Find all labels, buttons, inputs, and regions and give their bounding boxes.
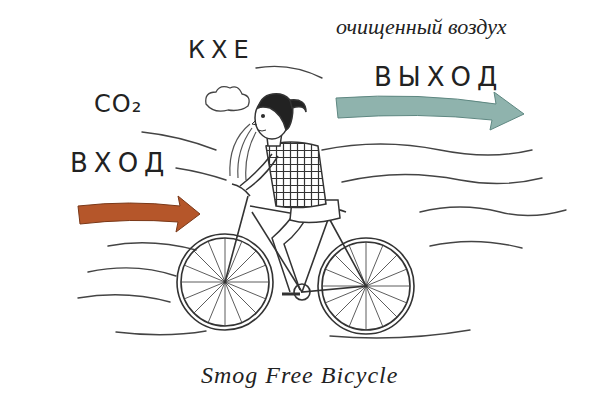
sound-label: КХЕ (186, 36, 257, 64)
gas-label: CO₂ (92, 90, 144, 118)
exhale-cloud (206, 87, 249, 111)
caption-text: Smog Free Bicycle (199, 362, 400, 389)
outlet-label: ВЫХОД (372, 62, 505, 92)
rider (240, 94, 340, 294)
wind-lines (78, 66, 566, 338)
inlet-arrow (78, 196, 200, 232)
inlet-label: ВХОД (68, 148, 172, 178)
outlet-arrow (336, 92, 524, 130)
breath-lines (230, 124, 256, 180)
note-label: очищенный воздух (334, 14, 508, 40)
